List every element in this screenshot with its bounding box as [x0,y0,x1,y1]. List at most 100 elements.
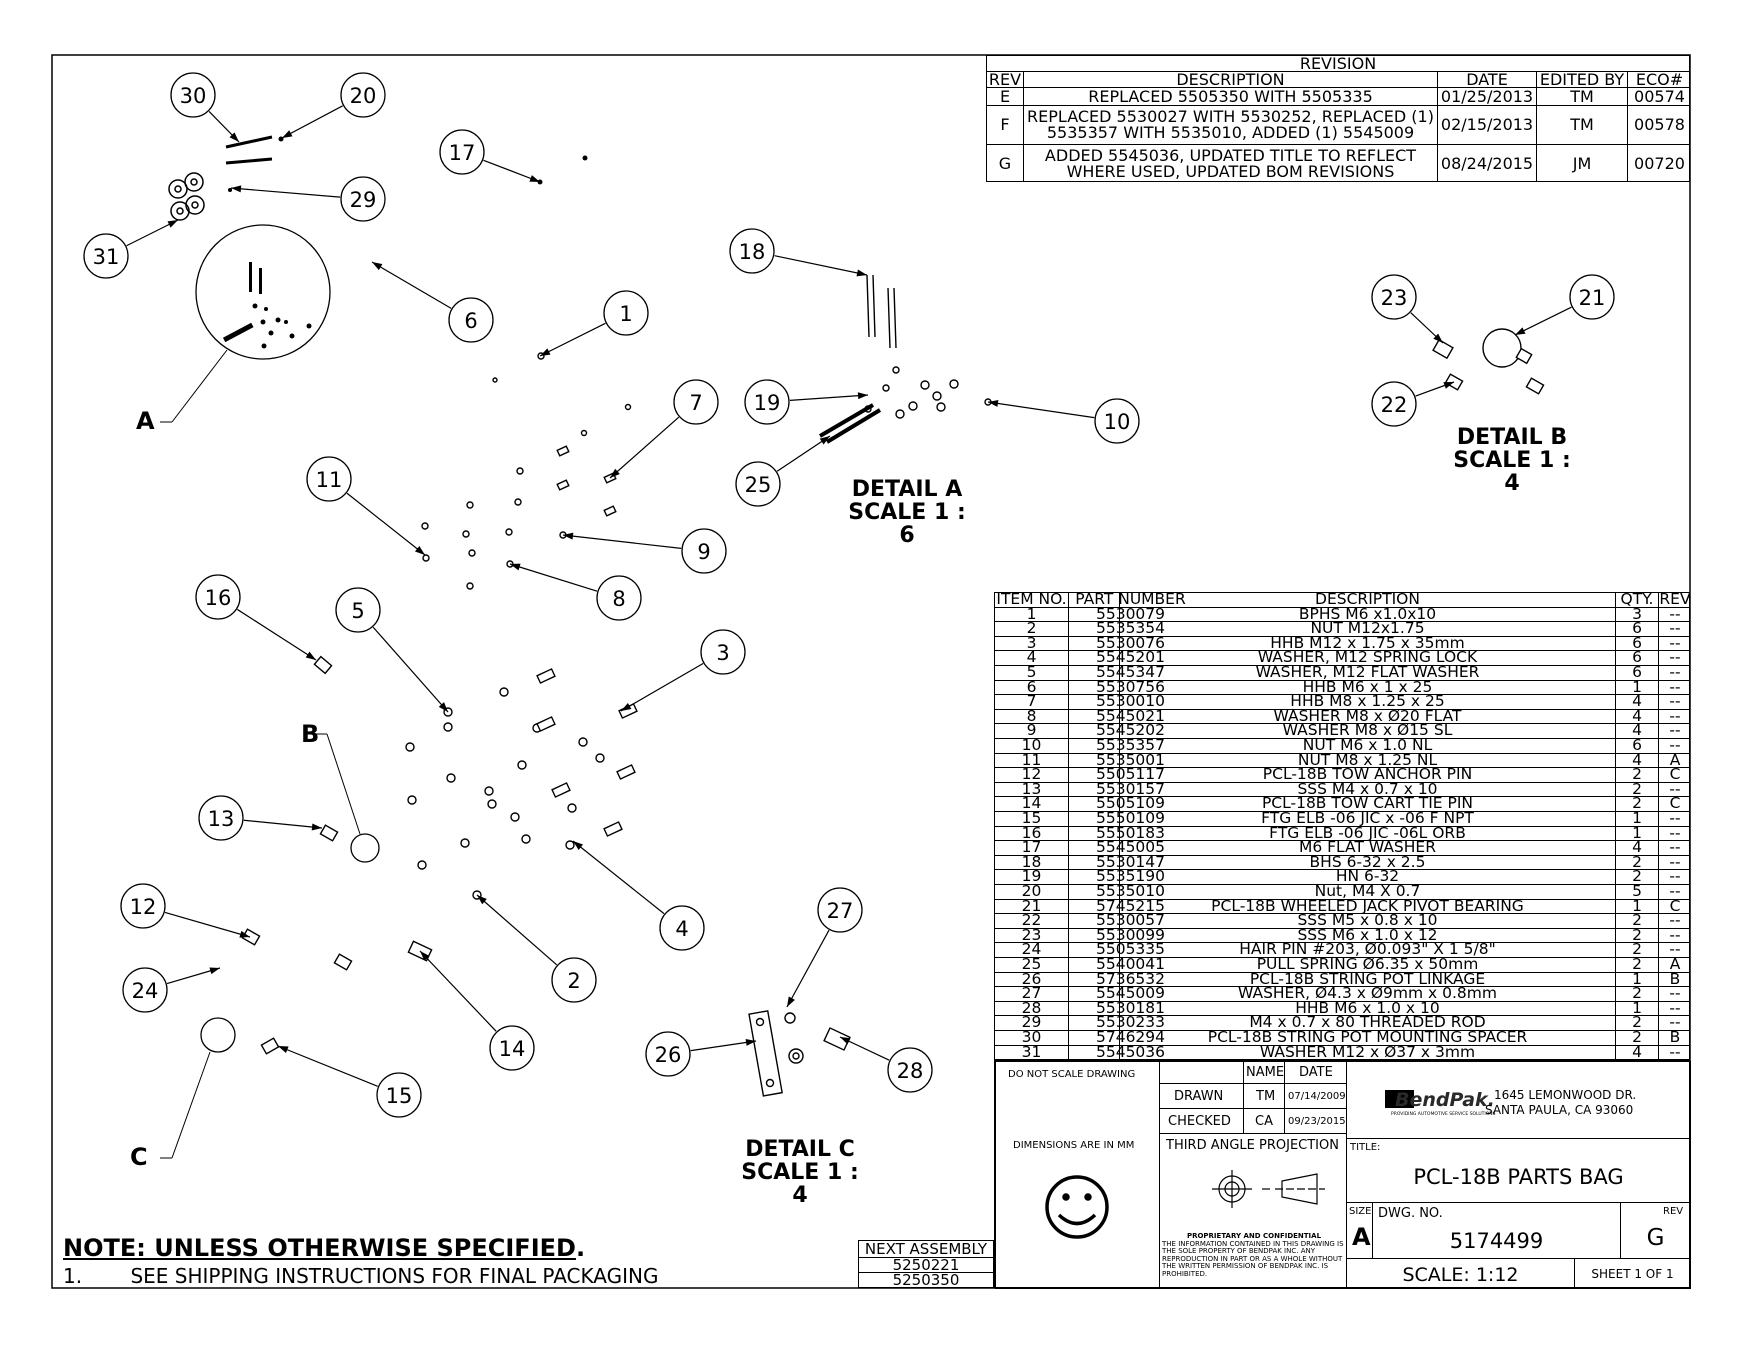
bom-description: PCL-18B WHEELED JACK PIVOT BEARING [1119,899,1615,914]
bom-item-no: 11 [1021,753,1042,768]
note-item: 1. SEE SHIPPING INSTRUCTIONS FOR FINAL P… [63,1264,658,1288]
bom-qty: 2 [1615,855,1658,870]
bom-part-number: 5530099 [1068,928,1192,943]
callout-balloon [489,1025,535,1071]
rev-value: G [1646,1225,1665,1251]
callout-balloon [729,228,775,274]
revision-description: ADDED 5545036, UPDATED TITLE TO REFLECT … [1023,145,1437,182]
balloon-arrowhead [278,1046,289,1053]
bom-item-no: 27 [1021,987,1042,1001]
drawn-name-cell: TM [1243,1083,1285,1109]
revision-header-edited-by: EDITED BY [1536,71,1627,87]
balloon-leader [277,1045,378,1087]
bom-description: HHB M8 x 1.25 x 25 [1119,695,1615,709]
callout-number: 23 [1381,286,1408,310]
callout-number: 15 [386,1084,413,1108]
balloon-arrowhead [209,967,220,975]
bom-part-number: 5545036 [1068,1045,1192,1060]
revision-header-eco: ECO# [1627,71,1691,87]
bom-description: NUT M6 x 1.0 NL [1119,739,1615,753]
detail-a-view [818,274,992,444]
bom-part-number: 5545009 [1068,987,1192,1001]
callout-balloon [603,290,649,336]
balloon-leader [230,187,341,198]
bom-qty: 2 [1615,958,1658,972]
checked-name-cell: CA [1243,1108,1285,1134]
bom-qty: 6 [1615,666,1658,680]
detail-b-circle [350,833,380,863]
bom-rev: -- [1658,841,1691,855]
revision-eco: 00720 [1627,145,1691,182]
bom-rev: -- [1658,1001,1691,1016]
bom-rev: B [1658,972,1691,987]
dimensions-note: DIMENSIONS ARE IN MM [1013,1140,1135,1151]
checked-name: CA [1255,1114,1273,1129]
scale-cell: SCALE: 1:12 [1346,1258,1575,1289]
bom-item-no: 26 [1021,972,1042,987]
bom-part-number: 5535354 [1068,622,1192,636]
detail-c-title: DETAIL C [745,1137,855,1162]
callout-number: 24 [132,979,159,1003]
callout-number: 12 [130,895,157,919]
bom-part-number: 5535010 [1068,885,1192,899]
bom-description: PCL-18B TOW CART TIE PIN [1119,797,1615,811]
drawn-date-cell: 07/14/2009 [1284,1083,1347,1109]
bom-description: PCL-18B TOW ANCHOR PIN [1119,768,1615,782]
exploded-bolts [536,445,638,837]
bom-qty: 1 [1615,972,1658,987]
revision-rev: G [998,153,1012,173]
bom-description: FTG ELB -06 JIC -06L ORB [1119,826,1615,841]
smiley-icon [1045,1175,1109,1239]
callout-balloon [645,1031,691,1077]
bom-part-number: 5550109 [1068,812,1192,826]
bom-description: BPHS M6 x1.0x10 [1119,607,1615,622]
bom-part-number: 5545021 [1068,709,1192,724]
callout-number: 16 [205,586,232,610]
bom-rev: B [1658,1031,1691,1045]
bom-description: HAIR PIN #203, Ø0.093" X 1 5/8" [1119,943,1615,957]
bom-rev: -- [1658,1045,1691,1060]
balloon-leader [562,534,682,550]
balloon-arrowhead [420,951,430,961]
bom-item-no: ITEM NO. [996,593,1067,607]
bom-rev: -- [1658,622,1691,636]
note-heading: NOTE: UNLESS OTHERWISE SPECIFIED [63,1234,576,1262]
revision-eco: 00574 [1627,88,1691,105]
proprietary-line: THE SOLE PROPERTY OF BENDPAK INC. ANY [1162,1247,1315,1255]
bom-part-number: 5745215 [1068,899,1192,914]
size-value: A [1352,1223,1371,1251]
detail-a-label: DETAIL A SCALE 1 : 6 [842,478,972,547]
next-assembly-table: NEXT ASSEMBLY 5250221 5250350 [858,1240,994,1288]
bom-qty: 4 [1615,709,1658,724]
bom-description: HN 6-32 [1119,870,1615,884]
bom-description: FTG ELB -06 JIC x -06 F NPT [1119,812,1615,826]
name-header: NAME [1246,1065,1285,1080]
balloon-arrowhead [840,1037,851,1045]
bom-qty: 4 [1615,1045,1658,1060]
balloon-arrowhead [372,262,383,271]
bom-item-no: 9 [1026,724,1037,738]
balloon-arrowhead [856,269,867,277]
bom-item-no: 23 [1021,928,1042,943]
revision-description: REPLACED 5530027 WITH 5530252, REPLACED … [1023,106,1437,144]
revision-date: 02/15/2013 [1437,106,1536,144]
detail-c-letter: C [130,1143,148,1171]
bom-description: SSS M5 x 0.8 x 10 [1119,914,1615,928]
callout-number: 18 [739,240,766,264]
balloon-arrowhead [787,996,795,1007]
callout-balloon [340,72,386,118]
balloon-arrowhead [573,841,583,850]
balloon-arrowhead [1433,333,1443,343]
blank-cell [1159,1061,1244,1084]
callout-balloon [120,883,166,929]
